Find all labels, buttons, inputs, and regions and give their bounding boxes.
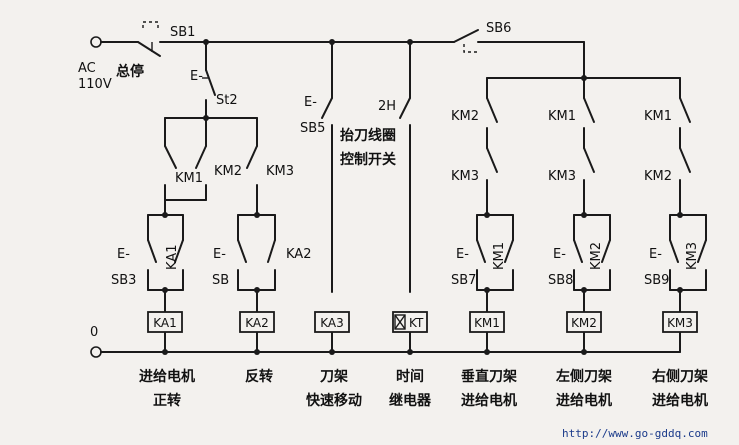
sb5-label: SB5 — [300, 121, 325, 136]
st2-prefix: E- — [190, 69, 203, 84]
coil-km1: KM1 — [469, 311, 505, 333]
caption-line: 进给电机 — [139, 368, 195, 385]
interlock-km2: KM2 — [214, 164, 242, 179]
series-label-b: KM3 — [451, 169, 479, 184]
caption-line: 右侧刀架 — [651, 368, 708, 385]
caption-line: 继电器 — [389, 392, 432, 409]
sb9-label: SB9 — [644, 273, 669, 288]
sb7-label: SB7 — [451, 273, 476, 288]
caption-line: 进给电机 — [461, 392, 517, 409]
hold-contact-label: KM2 — [589, 242, 604, 270]
sb3-prefix: E- — [117, 247, 130, 262]
ka2-side-label: KA2 — [286, 247, 311, 262]
sb-prefix: E- — [213, 247, 226, 262]
hold-contact-label: KM1 — [492, 242, 507, 270]
hold-contact-label: KM3 — [685, 242, 700, 270]
series-contact-b — [583, 147, 595, 173]
neutral-terminal — [90, 346, 102, 358]
coil-label: KA2 — [245, 316, 269, 330]
watermark-url: http://www.go-gddq.com — [562, 427, 708, 440]
zero-label: 0 — [90, 325, 98, 340]
coil-label: KT — [409, 316, 424, 330]
caption-line: 左侧刀架 — [555, 368, 612, 385]
caption-line: 进给电机 — [652, 392, 708, 409]
coil-kt: KT — [392, 311, 428, 333]
left-branch — [147, 41, 276, 353]
sb1-contact — [137, 41, 161, 57]
coil-label: KM2 — [571, 316, 597, 330]
middle-branches — [321, 41, 411, 353]
sb1-label: SB1 — [170, 25, 195, 40]
2h-note-line1: 抬刀线圈 — [340, 127, 396, 144]
coil-label: KA1 — [153, 316, 177, 330]
st2-limit-switch — [205, 69, 216, 96]
coil-ka3: KA3 — [314, 311, 350, 333]
coil-km2: KM2 — [566, 311, 602, 333]
sb7-prefix: E- — [456, 247, 469, 262]
interlock-km3: KM3 — [266, 164, 294, 179]
series-label-b: KM2 — [644, 169, 672, 184]
sb-label: SB — [212, 273, 229, 288]
caption-line: 快速移动 — [306, 392, 362, 409]
caption-line: 时间 — [396, 368, 424, 385]
caption-line: 反转 — [245, 368, 273, 385]
series-label-a: KM1 — [644, 109, 672, 124]
coil-label: KM1 — [474, 316, 500, 330]
coil-boxes: KA1 KA2 KA3 KT KM1 KM2 KM3 — [147, 311, 698, 333]
caption-line: 进给电机 — [556, 392, 612, 409]
series-label-a: KM1 — [548, 109, 576, 124]
sb5-contact — [321, 97, 333, 119]
2h-contact — [399, 97, 411, 119]
sb6-label: SB6 — [486, 21, 511, 36]
sb6-contact — [453, 29, 479, 43]
caption-line: 刀架 — [320, 368, 348, 385]
coil-ka1: KA1 — [147, 311, 183, 333]
bottom-rail — [90, 346, 681, 358]
series-contact-a — [679, 97, 691, 123]
sb5-prefix: E- — [304, 95, 317, 110]
ka1-hold: KA1 — [165, 245, 180, 270]
coil-label: KA3 — [320, 316, 344, 330]
coil-label: KM3 — [667, 316, 693, 330]
series-contact-b — [486, 147, 498, 173]
series-contact-a — [583, 97, 595, 123]
interlock-km1: KM1 — [175, 171, 203, 186]
caption-line: 垂直刀架 — [461, 368, 517, 385]
series-contact-a — [486, 97, 498, 123]
sb8-prefix: E- — [553, 247, 566, 262]
2h-label: 2H — [378, 99, 396, 114]
sb3-label: SB3 — [111, 273, 136, 288]
sb9-prefix: E- — [649, 247, 662, 262]
ac-supply-terminal — [90, 36, 102, 48]
series-label-b: KM3 — [548, 169, 576, 184]
series-contact-b — [679, 147, 691, 173]
2h-note-line2: 控制开关 — [340, 151, 396, 168]
st2-label: St2 — [216, 93, 238, 108]
sb8-label: SB8 — [548, 273, 573, 288]
caption-line: 正转 — [153, 392, 181, 409]
coil-ka2: KA2 — [239, 311, 275, 333]
series-label-a: KM2 — [451, 109, 479, 124]
sb1-note: 总停 — [116, 63, 144, 80]
coil-km3: KM3 — [662, 311, 698, 333]
